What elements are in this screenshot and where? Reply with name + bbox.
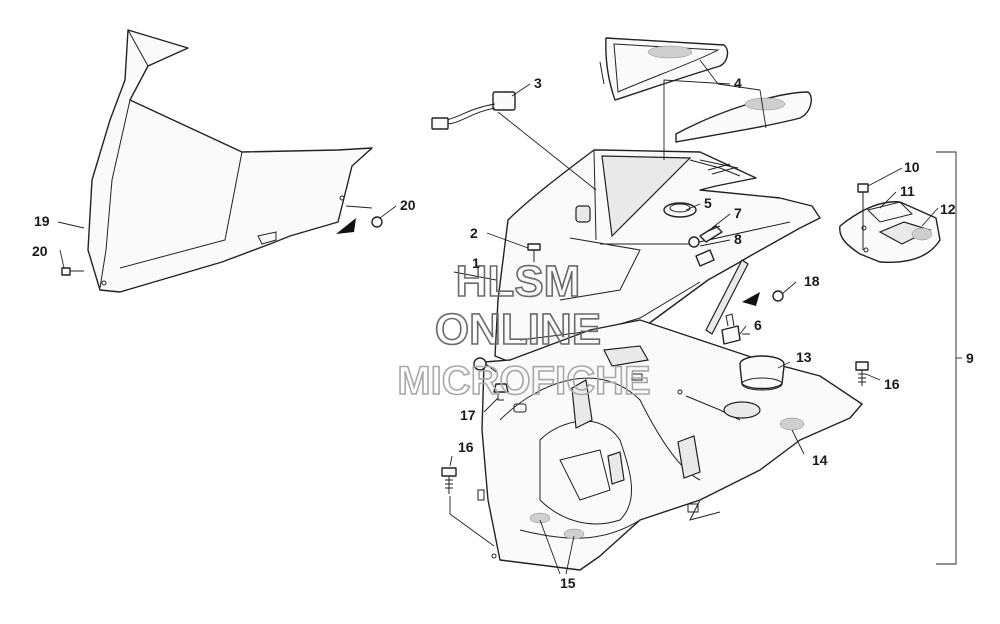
callout-3: 3: [534, 75, 542, 91]
leader-lines: [57, 59, 962, 575]
callout-16-left: 16: [458, 439, 474, 455]
callout-labels: 19 20 20 3 4 5 7 8 2 1 18 6 10 11 12 9 1…: [32, 75, 974, 591]
windshield-part: [87, 29, 373, 293]
callout-15: 15: [560, 575, 576, 591]
upper-hood-part: [494, 149, 821, 363]
callout-5: 5: [704, 195, 712, 211]
boot-13: [723, 355, 785, 419]
callout-14: 14: [812, 452, 828, 468]
callout-8: 8: [734, 231, 742, 247]
callout-7: 7: [734, 205, 742, 221]
watermark-line-3: MICROFICHE: [397, 359, 650, 403]
callout-4: 4: [734, 75, 742, 91]
filled-triangle-arrow-icon: [742, 292, 760, 306]
callout-16-right: 16: [884, 376, 900, 392]
lens-bottom-part: [675, 91, 812, 143]
callout-20-left: 20: [32, 243, 48, 259]
callout-17: 17: [460, 407, 476, 423]
callout-12: 12: [940, 201, 956, 217]
clip-7: [699, 225, 723, 243]
callout-1: 1: [472, 255, 480, 271]
side-bracket-part: [839, 201, 941, 263]
bracket-rod: [705, 259, 749, 335]
callout-11: 11: [900, 183, 915, 199]
watermark-line-2: ONLINE: [435, 305, 601, 354]
watermark-line-1: HLSM: [456, 257, 581, 306]
plug-5: [663, 202, 697, 218]
callout-20-right: 20: [400, 197, 416, 213]
wiring-harness-part: [431, 91, 516, 130]
switch-6: [721, 313, 750, 345]
callout-13: 13: [796, 349, 812, 365]
bolt-10: [857, 183, 869, 250]
filled-triangle-arrow-icon: [336, 218, 356, 234]
lens-top-part: [599, 37, 729, 101]
grommet-8: [688, 236, 715, 267]
callout-10: 10: [904, 159, 920, 175]
watermark: HLSM ONLINE MICROFICHE: [397, 256, 652, 404]
bolt-16-left: [441, 467, 457, 494]
screw-20-left: [61, 267, 84, 276]
callout-6: 6: [754, 317, 762, 333]
fastener-17: [473, 357, 509, 401]
callout-9: 9: [966, 350, 974, 366]
nut-18: [772, 290, 784, 302]
callout-18: 18: [804, 273, 820, 289]
screw-20-right: [371, 216, 383, 228]
callout-19: 19: [34, 213, 50, 229]
bolt-16-right: [855, 361, 869, 386]
callout-2: 2: [470, 225, 478, 241]
